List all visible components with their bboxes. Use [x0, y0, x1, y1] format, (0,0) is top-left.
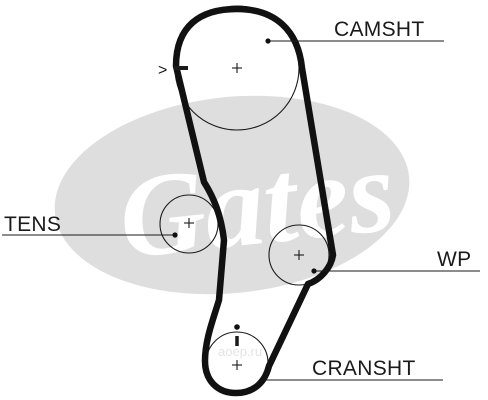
- tensioner-leader-dot: [172, 232, 178, 238]
- camshaft-timing-arrow: >: [158, 62, 167, 79]
- tensioner-center-mark: [184, 218, 194, 228]
- water-pump-leader-dot: [311, 268, 317, 274]
- camshaft-center-mark: [232, 63, 242, 73]
- crankshaft-label: CRANSHT: [312, 357, 416, 380]
- crankshaft-center-mark: [232, 360, 242, 370]
- water-pump-center-mark: [294, 250, 304, 260]
- camshaft-label: CAMSHT: [334, 18, 424, 41]
- watermark-logo-text: Gates: [113, 124, 400, 283]
- tensioner-label: TENS: [4, 213, 61, 236]
- water-pump-label: WP: [437, 248, 471, 271]
- crankshaft-leader-dot: [259, 377, 265, 383]
- camshaft-leader-dot: [265, 38, 271, 44]
- watermark-site-text: aoep.ru: [218, 344, 262, 359]
- timing-belt: [172, 5, 337, 397]
- watermark-logo: Gates aoep.ru: [54, 95, 410, 359]
- water-pump-pulley: [268, 224, 330, 286]
- crankshaft-timing-dot: [234, 324, 240, 330]
